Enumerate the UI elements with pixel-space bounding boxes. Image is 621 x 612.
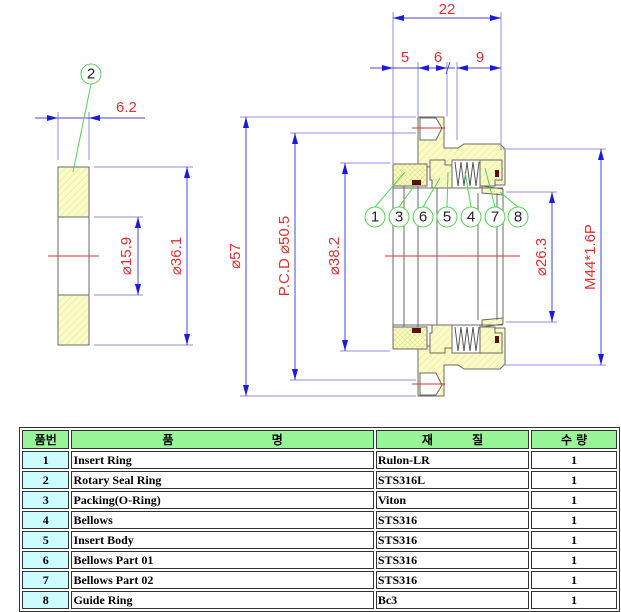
insert-ring-bottom — [392, 326, 428, 350]
balloon-4: 4 — [460, 206, 482, 228]
part-number-cell: 5 — [22, 531, 70, 549]
quantity-cell: 1 — [531, 591, 617, 609]
material-cell: STS316 — [375, 551, 530, 569]
seal-assembly-section: 22 5 6 9 ⌀57 P.C.D ⌀50.5 — [227, 1, 606, 397]
balloon-8: 8 — [507, 206, 529, 228]
part-number-cell: 7 — [22, 571, 70, 589]
dim-segment-6: 6 — [434, 49, 442, 66]
header-part-no: 품번 — [22, 430, 70, 449]
ring-section-bottom — [57, 294, 90, 346]
balloon-1: 1 — [364, 206, 386, 228]
dim-flange-diameter: ⌀57 — [227, 243, 244, 269]
quantity-cell: 1 — [531, 451, 617, 469]
part-name-cell: Rotary Seal Ring — [71, 471, 374, 489]
rotary-seal-ring-view: 6.2 ⌀15.9 ⌀36.1 2 — [35, 63, 193, 346]
dim-segment-9: 9 — [476, 49, 484, 66]
quantity-cell: 1 — [531, 471, 617, 489]
part-number-cell: 4 — [22, 511, 70, 529]
balloon-3: 3 — [388, 206, 410, 228]
balloon-7: 7 — [484, 206, 506, 228]
svg-text:7: 7 — [491, 209, 499, 226]
part-name-cell: Bellows Part 02 — [71, 571, 374, 589]
part-name-cell: Bellows Part 01 — [71, 551, 374, 569]
technical-drawing: 6.2 ⌀15.9 ⌀36.1 2 — [35, 1, 606, 397]
svg-text:3: 3 — [395, 209, 403, 226]
material-cell: STS316 — [375, 511, 530, 529]
part-name-cell: Packing(O-Ring) — [71, 491, 374, 509]
insert-ring-top — [392, 163, 428, 187]
o-ring-top — [412, 180, 421, 185]
part-number-cell: 8 — [22, 591, 70, 609]
svg-text:8: 8 — [514, 209, 522, 226]
part-number-cell: 1 — [22, 451, 70, 469]
header-material: 재 질 — [375, 430, 530, 449]
balloon-2 — [80, 63, 102, 85]
quantity-cell: 1 — [531, 491, 617, 509]
dim-overall-length: 22 — [439, 1, 456, 18]
balloon-5: 5 — [436, 206, 458, 228]
svg-text:1: 1 — [371, 209, 379, 226]
svg-text:2: 2 — [87, 66, 95, 83]
bellows-bottom — [451, 324, 481, 354]
svg-text:5: 5 — [443, 209, 451, 226]
svg-text:6: 6 — [419, 209, 427, 226]
header-quantity: 수 량 — [531, 430, 617, 449]
part-number-cell: 2 — [22, 471, 70, 489]
header-part-name: 품 명 — [71, 430, 374, 449]
bom-header-row: 품번 품 명 재 질 수 량 — [22, 430, 617, 449]
quantity-cell: 1 — [531, 571, 617, 589]
ring-section-top — [57, 166, 90, 218]
quantity-cell: 1 — [531, 531, 617, 549]
quantity-cell: 1 — [531, 511, 617, 529]
balloon-6: 6 — [412, 206, 434, 228]
part-name-cell: Guide Ring — [71, 591, 374, 609]
dim-bore-diameter: ⌀38.2 — [326, 237, 343, 275]
svg-text:4: 4 — [467, 209, 475, 226]
part-number-cell: 6 — [22, 551, 70, 569]
dim-inner-diameter: ⌀15.9 — [118, 237, 135, 275]
dim-thread: M44*1.6P — [582, 224, 599, 290]
material-cell: Viton — [375, 491, 530, 509]
dim-inner-diameter-section: ⌀26.3 — [533, 238, 550, 276]
part-name-cell: Insert Body — [71, 531, 374, 549]
bellows-top — [451, 159, 481, 189]
material-cell: Bc3 — [375, 591, 530, 609]
material-cell: Rulon-LR — [375, 451, 530, 469]
dim-pcd: P.C.D ⌀50.5 — [276, 216, 293, 296]
material-cell: STS316L — [375, 471, 530, 489]
part-name-cell: Insert Ring — [71, 451, 374, 469]
material-cell: STS316 — [375, 571, 530, 589]
dim-outer-diameter: ⌀36.1 — [168, 237, 185, 275]
dim-thickness: 6.2 — [116, 99, 137, 116]
dim-segment-5: 5 — [401, 49, 409, 66]
part-number-cell: 3 — [22, 491, 70, 509]
material-cell: STS316 — [375, 531, 530, 549]
quantity-cell: 1 — [531, 551, 617, 569]
part-name-cell: Bellows — [71, 511, 374, 529]
o-ring-bottom — [412, 328, 421, 333]
